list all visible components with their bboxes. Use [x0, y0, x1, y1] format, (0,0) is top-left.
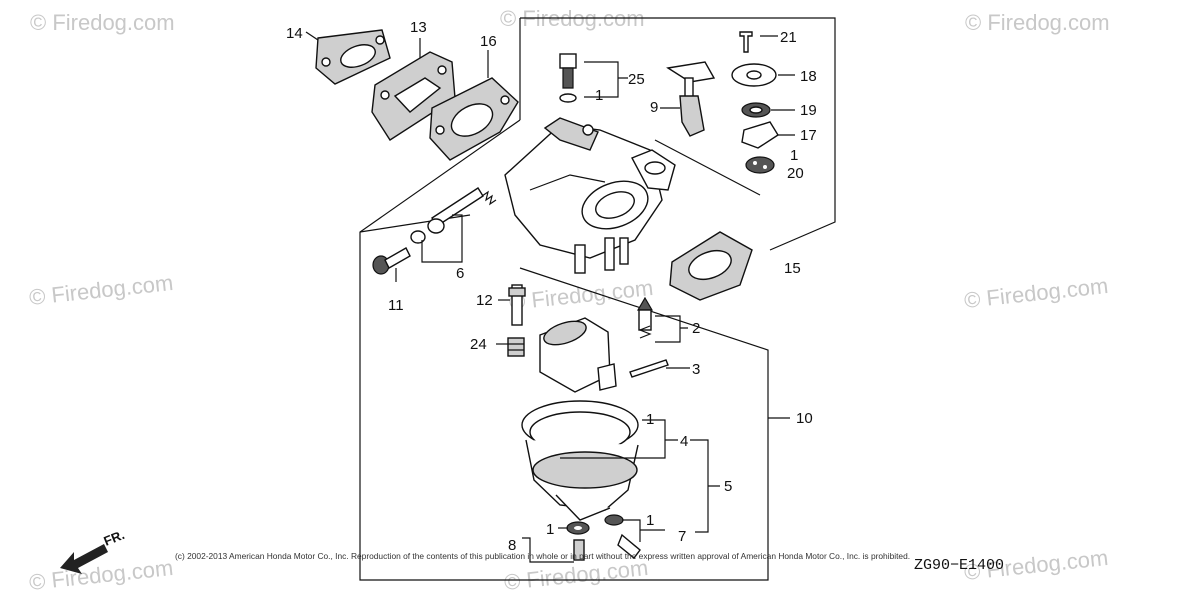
- front-direction-arrow: FR.: [60, 527, 127, 574]
- callout-16: 16: [480, 33, 497, 50]
- float-pin-3: [629, 359, 669, 378]
- arrow-icon: [60, 544, 108, 574]
- upper-frame-line: [520, 17, 836, 251]
- carburetor-body: [504, 117, 676, 274]
- callout-1: 1: [546, 521, 554, 538]
- diagram-code: ZG90−E1400: [914, 557, 1004, 574]
- pilot-jet-6: [410, 187, 497, 244]
- callout-7: 7: [678, 528, 686, 545]
- callout-1: 1: [646, 512, 654, 529]
- leader-lines: [305, 31, 795, 563]
- watermark: © Firedog.com: [963, 273, 1109, 313]
- throttle-stop-parts: [731, 31, 779, 174]
- main-jet-24: [507, 337, 525, 357]
- callout-25: 25: [628, 71, 645, 88]
- gasket-15: [669, 231, 753, 301]
- watermark: © Firedog.com: [30, 10, 175, 35]
- callout-20: 20: [787, 165, 804, 182]
- watermark: © Firedog.com: [28, 270, 174, 310]
- callout-5: 5: [724, 478, 732, 495]
- callout-15: 15: [784, 260, 801, 277]
- watermark: © Firedog.com: [28, 555, 174, 595]
- float-valve-2: [636, 296, 654, 339]
- pilot-screw-25: [559, 53, 577, 103]
- callout-8: 8: [508, 537, 516, 554]
- callout-1: 1: [646, 411, 654, 428]
- drain-screw-7: [604, 514, 641, 560]
- main-nozzle-12: [508, 284, 526, 326]
- callout-18: 18: [800, 68, 817, 85]
- callout-19: 19: [800, 102, 817, 119]
- callout-13: 13: [410, 19, 427, 36]
- choke-lever-9: [666, 61, 716, 137]
- callout-6: 6: [456, 265, 464, 282]
- float-chamber-5: [521, 400, 639, 521]
- copyright-notice: (c) 2002-2013 American Honda Motor Co., …: [175, 551, 910, 561]
- callout-17: 17: [800, 127, 817, 144]
- drain-screw-11: [372, 247, 411, 275]
- gasket-16: [429, 77, 519, 161]
- callout-1: 1: [790, 147, 798, 164]
- lower-frame-line: [359, 119, 769, 581]
- callout-1: 1: [595, 87, 603, 104]
- callout-24: 24: [470, 336, 487, 353]
- watermark: © Firedog.com: [508, 275, 654, 315]
- link-line: [359, 214, 471, 233]
- assembly-frame: [359, 17, 836, 581]
- float-10: [539, 317, 617, 393]
- watermark: © Firedog.com: [965, 10, 1110, 35]
- callout-9: 9: [650, 99, 658, 116]
- callout-2: 2: [692, 320, 700, 337]
- callout-3: 3: [692, 361, 700, 378]
- callout-12: 12: [476, 292, 493, 309]
- callout-11: 11: [388, 297, 404, 314]
- callout-labels: 14 13 16 25 1 9 21 18 19 17 1 20 6 11 12…: [286, 19, 817, 554]
- insulator-gasket-14: [315, 29, 391, 85]
- callout-14: 14: [286, 25, 303, 42]
- callout-4: 4: [680, 433, 688, 450]
- callout-10: 10: [796, 410, 813, 427]
- direction-label: FR.: [102, 527, 127, 549]
- callout-21: 21: [780, 29, 797, 46]
- link-line: [654, 139, 761, 196]
